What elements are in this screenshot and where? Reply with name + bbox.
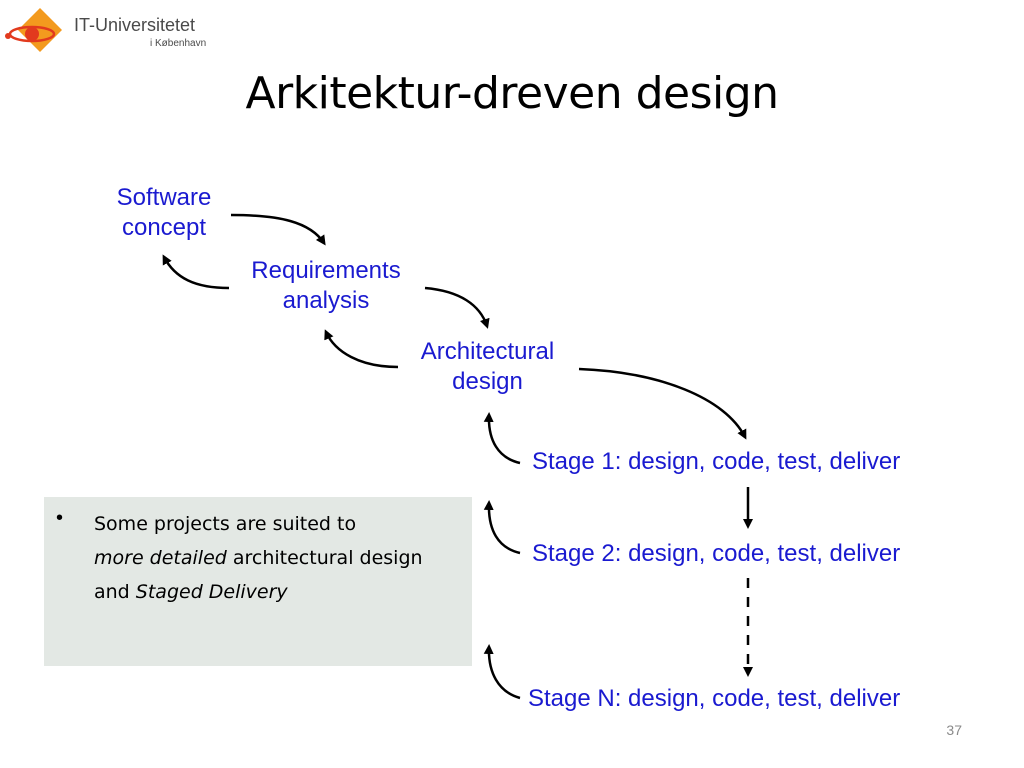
page-number: 37	[946, 722, 962, 738]
node-requirements-analysis: Requirements analysis	[231, 256, 421, 316]
arrow-concept-to-requirements	[230, 213, 326, 246]
node-software-concept: Software concept	[99, 183, 229, 243]
node-requirements-analysis-line2: analysis	[282, 287, 370, 314]
note-text-part1: Some projects are suited to	[94, 513, 357, 535]
logo-name: IT-Universitetet	[74, 15, 196, 35]
note-text: Some projects are suited to more detailed…	[94, 507, 434, 609]
note-text-emphasis2: Staged Delivery	[135, 581, 288, 603]
arrow-requirements-to-concept	[162, 254, 230, 290]
stage-1: Stage 1: design, code, test, deliver	[532, 448, 901, 475]
stage-2: Stage 2: design, code, test, deliver	[532, 540, 901, 567]
node-architectural-design: Architectural design	[400, 337, 575, 397]
note-text-emphasis1: more detailed	[94, 547, 227, 569]
arrow-architectural-to-stage1	[578, 367, 747, 440]
stage-n: Stage N: design, code, test, deliver	[528, 685, 901, 712]
logo-subtitle: i København	[150, 38, 207, 49]
university-logo: IT-Universitetet i København	[0, 0, 240, 64]
logo-mark-icon	[5, 8, 62, 52]
node-software-concept-line1: Software	[116, 184, 212, 211]
arrow-requirements-to-architectural	[424, 286, 490, 329]
note-bullet: •	[56, 507, 64, 529]
node-architectural-design-line2: design	[452, 368, 523, 395]
slide-title: Arkitektur-dreven design	[245, 68, 779, 119]
note-box: • Some projects are suited to more detail…	[44, 497, 472, 666]
note-text-part2: architectural design and	[94, 547, 423, 603]
node-requirements-analysis-line1: Requirements	[251, 257, 401, 284]
arrow-stage2-back	[483, 500, 521, 555]
arrow-architectural-to-requirements	[324, 329, 399, 369]
arrow-stageN-back	[483, 644, 521, 700]
node-software-concept-line2: concept	[121, 214, 207, 241]
node-architectural-design-line1: Architectural	[420, 338, 555, 365]
arrow-stage1-to-architectural	[483, 412, 521, 465]
